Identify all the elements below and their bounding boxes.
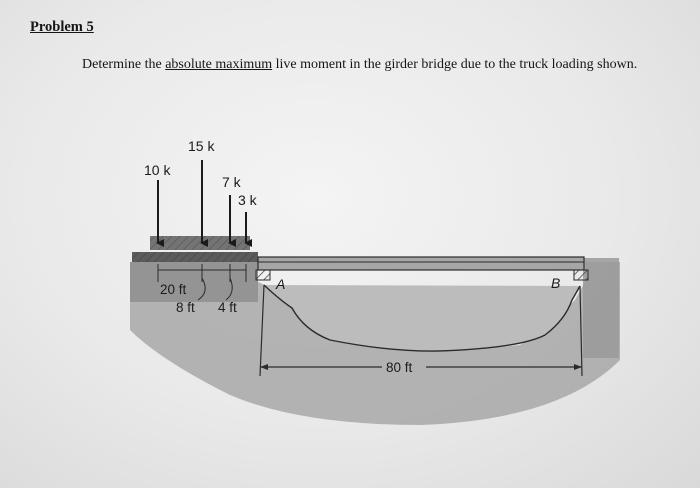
- support-b-icon: [573, 269, 589, 281]
- gorge-ground-left: [259, 284, 265, 377]
- gorge-profile: [263, 284, 581, 352]
- spacing-label-4ft: 4 ft: [218, 300, 237, 315]
- spacing-label-8ft: 8 ft: [176, 300, 195, 315]
- left-abutment: [130, 262, 258, 302]
- problem-statement: Determine the absolute maximum live mome…: [24, 54, 688, 76]
- load-label-10k: 10 k: [144, 162, 171, 178]
- load-label-15k: 15 k: [188, 138, 215, 154]
- bridge-girder: [257, 256, 585, 271]
- truck: [150, 236, 250, 250]
- support-a-icon: [255, 269, 271, 281]
- statement-underlined-text: absolute maximum: [165, 57, 273, 72]
- approach-deck-hatch: [132, 252, 258, 262]
- spacing-label-20ft: 20 ft: [160, 282, 187, 297]
- gorge-ground-right: [579, 285, 583, 377]
- statement-text-end: live moment in the girder bridge due to …: [272, 57, 638, 72]
- ground-shading: [130, 262, 620, 425]
- problem-heading: Problem 5: [30, 19, 94, 35]
- load-label-3k: 3 k: [238, 192, 258, 208]
- statement-text-start: Determine the: [82, 57, 166, 72]
- span-label: 80 ft: [386, 360, 413, 375]
- support-label-b: B: [551, 275, 560, 291]
- support-label-a: A: [275, 276, 285, 292]
- load-label-7k: 7 k: [222, 174, 242, 190]
- right-abutment: [583, 258, 619, 358]
